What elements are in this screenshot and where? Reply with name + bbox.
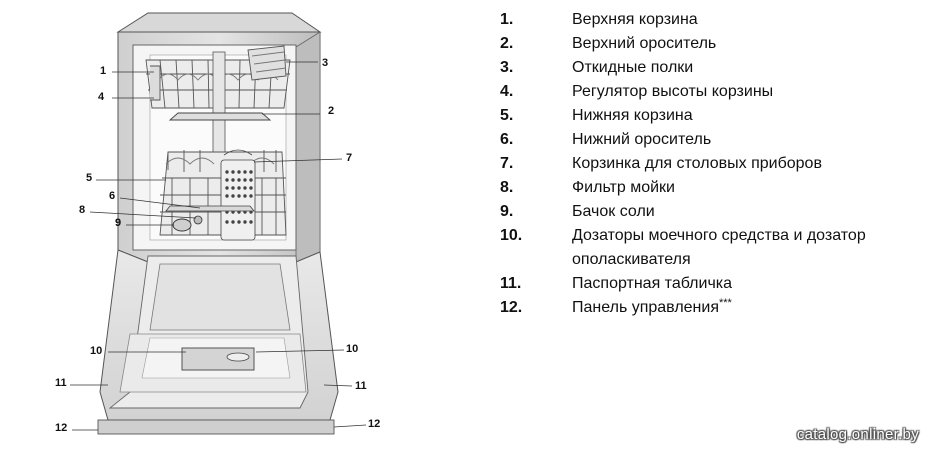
- legend-number: 3.: [500, 59, 514, 76]
- callout-7: 7: [346, 152, 353, 164]
- legend-item: 9. Бачок соли: [500, 200, 940, 224]
- upper-spray-arm: [168, 112, 272, 121]
- legend-item: 2. Верхний ороситель: [500, 32, 940, 56]
- legend-item: 8. Фильтр мойки: [500, 176, 940, 200]
- legend-item: 5. Нижняя корзина: [500, 104, 940, 128]
- legend-item: 3. Откидные полки: [500, 56, 940, 80]
- legend-number: 4.: [500, 83, 514, 100]
- legend-number: 2.: [500, 35, 514, 52]
- callout-6: 6: [109, 190, 116, 202]
- legend-label: Дозаторы моечного средства и дозатор опо…: [572, 224, 940, 272]
- salt-container: [172, 218, 192, 232]
- legend-label: Корзинка для столовых приборов: [572, 155, 822, 172]
- legend-label-main: Панель управления: [572, 299, 719, 316]
- legend-label: Фильтр мойки: [572, 179, 675, 196]
- dishwasher-diagram: [70, 12, 367, 435]
- legend-label: Паспортная табличка: [572, 275, 733, 292]
- legend-number: 11.: [500, 275, 522, 292]
- callout-10-right: 10: [346, 343, 359, 355]
- callout-11-left: 11: [55, 377, 67, 389]
- callout-1: 1: [100, 65, 107, 77]
- callout-12-left: 12: [55, 422, 68, 434]
- legend-number: 7.: [500, 155, 514, 172]
- legend-label: Панель управления***: [572, 296, 940, 320]
- legend-label-line1: Дозаторы моечного средства и дозатор: [572, 227, 866, 244]
- rinse-aid-dispenser: [226, 352, 250, 362]
- legend-number: 5.: [500, 107, 514, 124]
- legend-item: 12. Панель управления***: [500, 296, 940, 320]
- leader-lines: [70, 61, 367, 431]
- lower-spray-arm: [165, 205, 255, 212]
- callout-2: 2: [328, 105, 335, 117]
- legend-item: 7. Корзинка для столовых приборов: [500, 152, 940, 176]
- cabinet-top: [116, 12, 322, 33]
- door-panel: [149, 263, 291, 331]
- callout-4: 4: [98, 91, 105, 103]
- callout-3: 3: [322, 57, 329, 69]
- legend-item: 6. Нижний ороситель: [500, 128, 940, 152]
- legend-label: Нижняя корзина: [572, 107, 693, 124]
- legend-item: 10. Дозаторы моечного средства и дозатор…: [500, 224, 940, 272]
- legend-label: Регулятор высоты корзины: [572, 83, 774, 100]
- filter: [193, 215, 203, 225]
- legend-item: 11. Паспортная табличка: [500, 272, 940, 296]
- legend-number: 9.: [500, 203, 514, 220]
- legend-number: 10.: [500, 227, 523, 244]
- legend-label: Нижний ороситель: [572, 131, 712, 148]
- legend-number: 6.: [500, 131, 514, 148]
- legend-label: Бачок соли: [572, 203, 655, 220]
- legend-label: Откидные полки: [572, 59, 694, 76]
- legend-label: Верхний ороситель: [572, 35, 717, 52]
- callout-11-right: 11: [355, 380, 367, 392]
- callout-8: 8: [79, 204, 86, 216]
- legend-item: 1. Верхняя корзина: [500, 8, 940, 32]
- callout-10-left: 10: [90, 345, 103, 357]
- footnote-marker: ***: [718, 297, 732, 309]
- legend-item: 4. Регулятор высоты корзины: [500, 80, 940, 104]
- center-pipe: [212, 51, 226, 153]
- control-panel-strip: [97, 419, 335, 435]
- cabinet-side: [295, 31, 321, 263]
- legend-label-line2: ополаскивателя: [572, 251, 691, 268]
- legend-label: Верхняя корзина: [572, 11, 698, 28]
- callout-9: 9: [115, 217, 122, 229]
- callout-12-right: 12: [368, 418, 381, 430]
- legend-number: 1.: [500, 11, 514, 28]
- callout-5: 5: [86, 172, 93, 184]
- legend-number: 12.: [500, 299, 523, 316]
- legend-number: 8.: [500, 179, 514, 196]
- cutlery-basket: [220, 149, 256, 241]
- parts-legend: 1. Верхняя корзина 2. Верхний ороситель …: [500, 8, 940, 320]
- watermark: catalog.onliner.by: [796, 426, 919, 443]
